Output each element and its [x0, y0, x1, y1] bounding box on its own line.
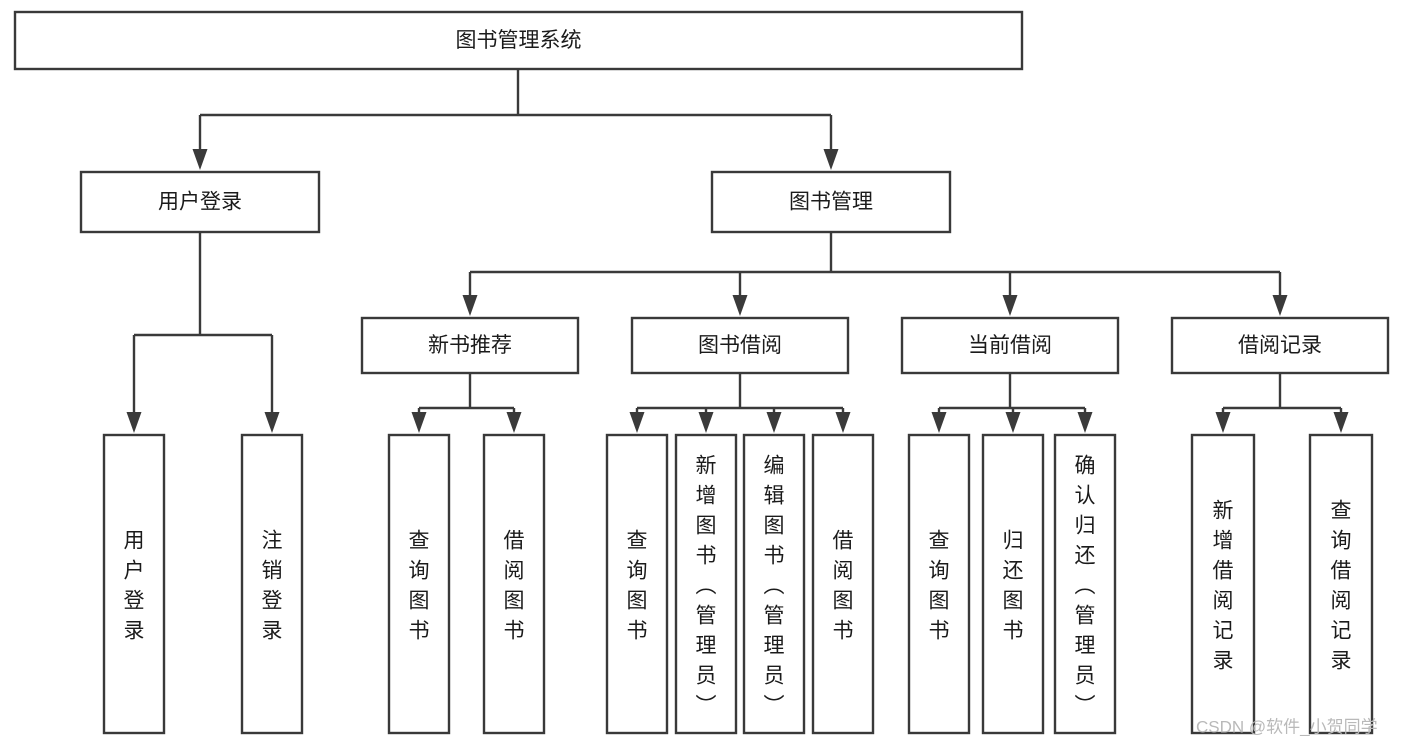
- node-leaf-user-login[interactable]: 用户登录: [102, 433, 166, 735]
- node-label: 编辑图书︵管理员︶: [764, 454, 785, 717]
- node-box[interactable]: [13, 10, 1024, 71]
- node-box[interactable]: [360, 316, 580, 375]
- node-leaf-rec-query[interactable]: 查询图书: [387, 433, 451, 735]
- node-label: 借阅图书: [504, 529, 525, 642]
- csdn-watermark: CSDN @软件_小贺同学: [1196, 717, 1378, 736]
- node-label: 图书借阅: [698, 334, 782, 357]
- arrow-head-icon: [126, 412, 142, 433]
- node-leaf-cb-query[interactable]: 查询图书: [907, 433, 971, 735]
- node-label: 查询图书: [627, 529, 648, 642]
- node-box[interactable]: [742, 433, 806, 735]
- node-label: 归还图书: [1003, 529, 1024, 642]
- connector-group: [411, 373, 522, 433]
- node-new-book-rec[interactable]: 新书推荐: [360, 316, 580, 375]
- connector-group: [629, 373, 851, 433]
- node-leaf-cb-return[interactable]: 归还图书: [981, 433, 1045, 735]
- node-box[interactable]: [674, 433, 738, 735]
- connector-layer: [126, 69, 1349, 433]
- arrow-head-icon: [732, 295, 748, 316]
- node-label: 查询图书: [929, 529, 950, 642]
- node-book-borrow[interactable]: 图书借阅: [630, 316, 850, 375]
- arrow-head-icon: [698, 412, 714, 433]
- arrow-head-icon: [1272, 295, 1288, 316]
- arrow-head-icon: [411, 412, 427, 433]
- node-label: 新增借阅记录: [1213, 499, 1234, 672]
- node-book-manage[interactable]: 图书管理: [710, 170, 952, 234]
- node-box[interactable]: [482, 433, 546, 735]
- node-leaf-bb-borrow[interactable]: 借阅图书: [811, 433, 875, 735]
- node-label: 用户登录: [124, 529, 145, 642]
- connector-group: [192, 69, 839, 170]
- node-label: 图书管理: [789, 191, 873, 214]
- arrow-head-icon: [766, 412, 782, 433]
- node-box[interactable]: [1308, 433, 1374, 735]
- node-layer: 图书管理系统用户登录图书管理新书推荐图书借阅当前借阅借阅记录用户登录注销登录查询…: [13, 10, 1390, 735]
- node-label: 查询图书: [409, 529, 430, 642]
- node-leaf-bb-edit[interactable]: 编辑图书︵管理员︶: [742, 433, 806, 735]
- node-box[interactable]: [900, 316, 1120, 375]
- node-leaf-rec-borrow[interactable]: 借阅图书: [482, 433, 546, 735]
- node-box[interactable]: [907, 433, 971, 735]
- node-leaf-bb-query[interactable]: 查询图书: [605, 433, 669, 735]
- node-box[interactable]: [981, 433, 1045, 735]
- arrow-head-icon: [506, 412, 522, 433]
- node-label: 新增图书︵管理员︶: [696, 454, 717, 717]
- node-label: 注销登录: [262, 529, 283, 642]
- node-box[interactable]: [630, 316, 850, 375]
- arrow-head-icon: [629, 412, 645, 433]
- node-label: 图书管理系统: [456, 29, 582, 52]
- node-label: 借阅图书: [833, 529, 854, 642]
- node-box[interactable]: [710, 170, 952, 234]
- node-box[interactable]: [1170, 316, 1390, 375]
- arrow-head-icon: [192, 149, 208, 170]
- arrow-head-icon: [1333, 412, 1349, 433]
- node-leaf-br-add[interactable]: 新增借阅记录: [1190, 433, 1256, 735]
- node-box[interactable]: [79, 170, 321, 234]
- node-leaf-logout[interactable]: 注销登录: [240, 433, 304, 735]
- node-label: 新书推荐: [428, 334, 512, 357]
- node-label: 确认归还︵管理员︶: [1075, 454, 1096, 717]
- connector-group: [462, 232, 1288, 316]
- arrow-head-icon: [1215, 412, 1231, 433]
- node-box[interactable]: [605, 433, 669, 735]
- node-leaf-br-query[interactable]: 查询借阅记录: [1308, 433, 1374, 735]
- arrow-head-icon: [1077, 412, 1093, 433]
- arrow-head-icon: [462, 295, 478, 316]
- node-label: 借阅记录: [1238, 334, 1322, 357]
- node-box[interactable]: [811, 433, 875, 735]
- node-label: 当前借阅: [968, 334, 1052, 357]
- node-borrow-record[interactable]: 借阅记录: [1170, 316, 1390, 375]
- connector-group: [126, 232, 280, 433]
- node-leaf-bb-add[interactable]: 新增图书︵管理员︶: [674, 433, 738, 735]
- node-box[interactable]: [1190, 433, 1256, 735]
- node-leaf-cb-confirm[interactable]: 确认归还︵管理员︶: [1053, 433, 1117, 735]
- arrow-head-icon: [264, 412, 280, 433]
- node-box[interactable]: [102, 433, 166, 735]
- node-box[interactable]: [1053, 433, 1117, 735]
- connector-group: [1215, 373, 1349, 433]
- arrow-head-icon: [823, 149, 839, 170]
- node-box[interactable]: [240, 433, 304, 735]
- node-label: 用户登录: [158, 191, 242, 214]
- arrow-head-icon: [931, 412, 947, 433]
- arrow-head-icon: [835, 412, 851, 433]
- node-box[interactable]: [387, 433, 451, 735]
- node-current-borrow[interactable]: 当前借阅: [900, 316, 1120, 375]
- node-label: 查询借阅记录: [1331, 499, 1352, 672]
- arrow-head-icon: [1002, 295, 1018, 316]
- connector-group: [931, 373, 1093, 433]
- node-user-login[interactable]: 用户登录: [79, 170, 321, 234]
- node-root[interactable]: 图书管理系统: [13, 10, 1024, 71]
- arrow-head-icon: [1005, 412, 1021, 433]
